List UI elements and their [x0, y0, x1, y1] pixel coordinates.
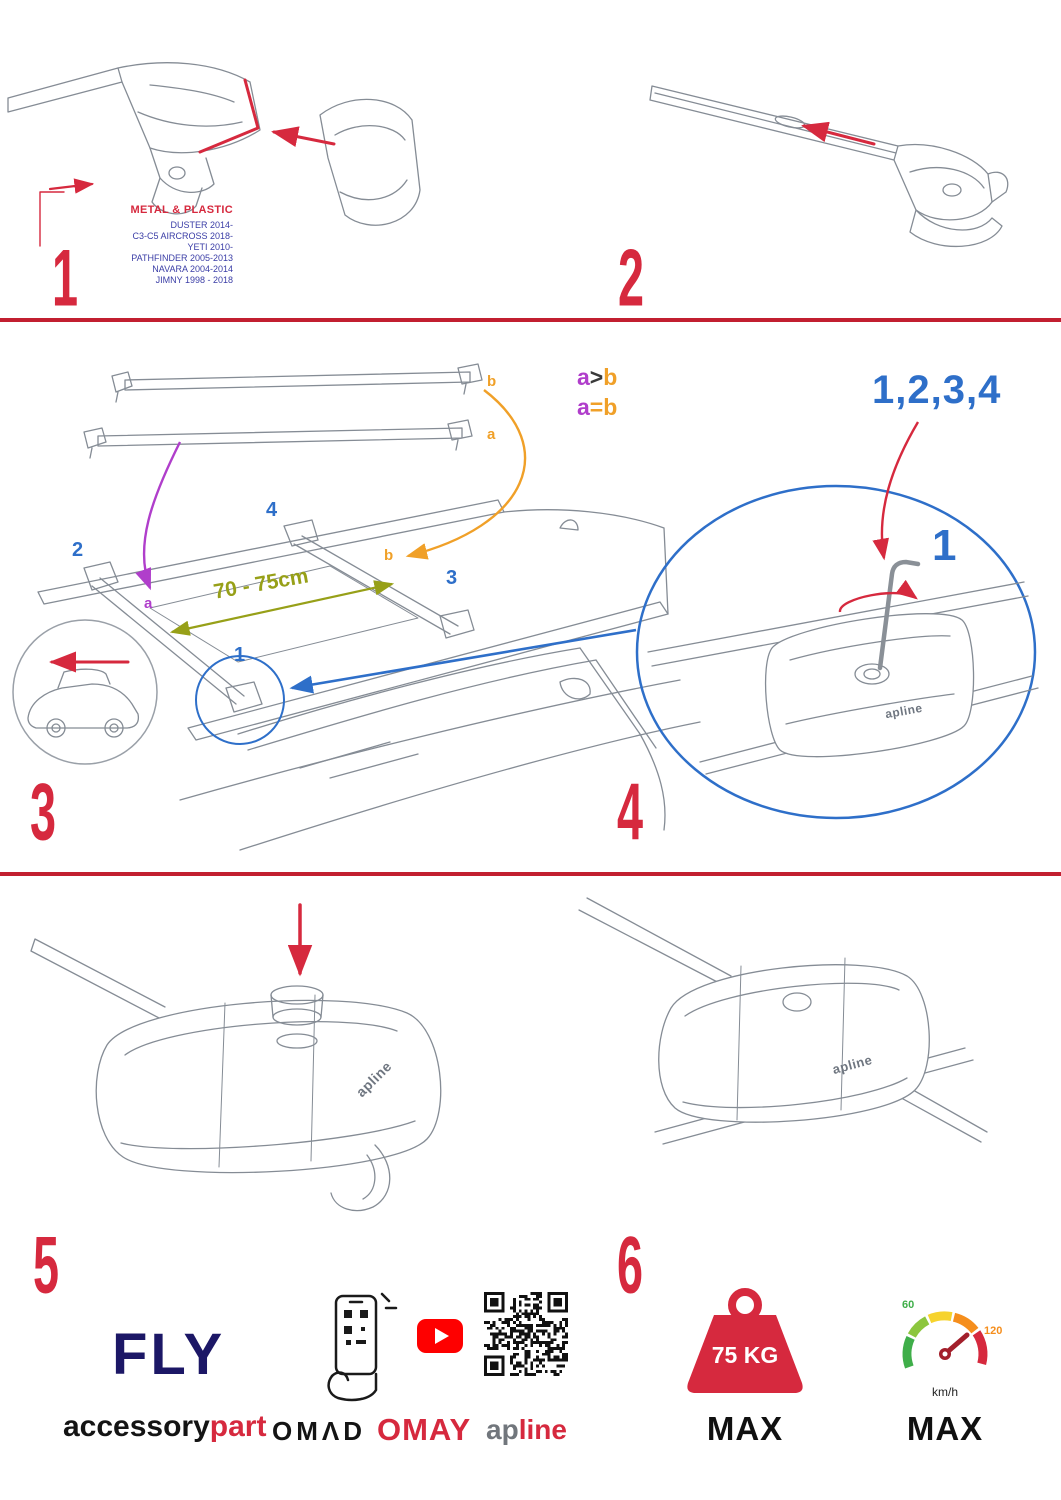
focus-circle	[195, 655, 285, 745]
distance-arrow	[169, 580, 395, 636]
crossbar-rear	[293, 535, 459, 635]
bar-label-b: b	[487, 373, 497, 390]
bar-label-a: a	[487, 426, 496, 443]
speed-max-label: MAX	[906, 1410, 984, 1447]
rule-b: b	[603, 394, 618, 420]
part-word: part	[209, 1410, 267, 1443]
step1-leader-line	[39, 191, 65, 247]
step5-knob-drawing	[30, 903, 442, 1212]
apline-logo: apline	[486, 1416, 567, 1444]
fly-logo: FLY	[112, 1322, 226, 1387]
rule-b: b	[603, 364, 618, 390]
speed-unit-label: km/h	[931, 1385, 958, 1399]
qr-code	[484, 1292, 568, 1376]
rule-op: >	[589, 364, 604, 390]
roof-label-b: b	[384, 547, 394, 564]
rotate-arrow	[838, 579, 918, 613]
accessorypart-logo: accessorypart	[63, 1412, 266, 1442]
rule-a-equal-b: a=b	[577, 396, 617, 419]
position-3: 3	[446, 567, 458, 589]
model-line: DUSTER 2014-	[170, 220, 233, 230]
arrow-bar-b-to-roof	[405, 389, 527, 560]
step-number-2: 2	[618, 232, 645, 324]
weight-limit-label: 75 KG	[711, 1342, 779, 1368]
youtube-icon	[417, 1319, 463, 1353]
crossbar-front	[91, 577, 245, 705]
step1-arrow-hook	[48, 178, 95, 194]
zoom-connector-arrow	[289, 628, 637, 694]
allen-key	[877, 559, 921, 671]
step2-slide-arrow	[801, 121, 876, 146]
zoom-ellipse	[635, 484, 1037, 820]
material-title: METAL & PLASTIC	[130, 204, 233, 216]
arrow-bar-a-to-roof	[135, 441, 182, 591]
apline-line: line	[518, 1414, 567, 1445]
step1-highlight-edge	[198, 78, 260, 154]
model-line: PATHFINDER 2005-2013	[131, 253, 233, 263]
step2-bar-drawing	[649, 85, 1009, 248]
zoom-clamp-pad	[764, 613, 975, 758]
model-line: NAVARA 2004-2014	[152, 264, 233, 274]
step-number-3: 3	[30, 766, 57, 858]
apline-ap: ap	[486, 1414, 519, 1445]
position-4: 4	[266, 499, 278, 521]
model-line: YETI 2010-	[187, 242, 233, 252]
omad-logo: OMΛD	[272, 1416, 366, 1446]
loose-bar-a	[97, 427, 463, 447]
roof-label-a: a	[144, 595, 153, 612]
rule-a-greater-b: a>b	[577, 366, 617, 389]
accessory-word: accessory	[63, 1410, 210, 1443]
step-number-1: 1	[52, 232, 79, 324]
omay-logo: OMAY	[377, 1412, 472, 1447]
speed-gauge-icon	[902, 1311, 988, 1369]
step3-roof-drawing	[12, 363, 1039, 851]
sequence-first: 1	[932, 521, 957, 570]
model-line: JIMNY 1998 - 2018	[155, 275, 233, 285]
gauge-60-label: 60	[902, 1299, 915, 1311]
step1-compatibility-block: METAL & PLASTIC DUSTER 2014- C3-C5 AIRCR…	[70, 204, 233, 286]
section-divider-1	[0, 318, 1061, 322]
weight-max-label: MAX	[706, 1410, 784, 1447]
gauge-120-label: 120	[984, 1325, 1003, 1337]
step6-mounted-drawing	[578, 897, 988, 1145]
position-1: 1	[234, 644, 246, 666]
step1-arrow-cover	[271, 126, 336, 148]
loose-bar-b	[124, 371, 471, 391]
section-divider-2	[0, 872, 1061, 876]
rule-a: a	[577, 394, 590, 420]
scan-phone-icon	[327, 1292, 398, 1402]
step-number-5: 5	[33, 1219, 60, 1311]
roof-rail-far	[37, 499, 505, 605]
step1-clamp-drawing	[7, 62, 421, 247]
position-2: 2	[72, 539, 84, 561]
sequence-arrow	[872, 421, 920, 561]
step-number-6: 6	[617, 1219, 644, 1311]
rule-op: =	[589, 394, 604, 420]
model-line: C3-C5 AIRCROSS 2018-	[132, 231, 233, 241]
tightening-sequence: 1,2,3,4	[872, 368, 1002, 412]
weight-limit-icon	[687, 1288, 803, 1393]
car-direction-inset	[12, 619, 158, 765]
rule-a: a	[577, 364, 590, 390]
step-number-4: 4	[617, 766, 644, 858]
